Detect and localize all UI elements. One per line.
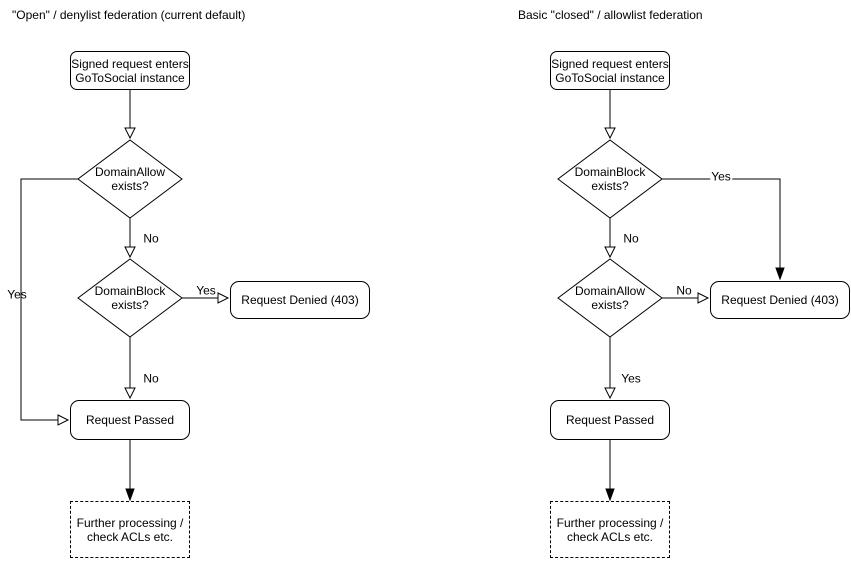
edge-label-decision2-yes: Yes (195, 283, 217, 298)
chart-title: "Open" / denylist federation (current de… (12, 8, 246, 22)
decision1-label: DomainBlock exists? (574, 165, 646, 193)
further-processing-node: Further processing / check ACLs etc. (70, 501, 190, 558)
connector-layer (20, 90, 230, 561)
connector-layer (557, 90, 851, 561)
edge-label-decision1-no: No (142, 231, 160, 246)
edge-label-decision1-no: No (622, 231, 640, 246)
decision2-diamond (77, 258, 183, 338)
denied-node-label: Request Denied (403) (721, 293, 839, 307)
start-node-label: Signed request enters GoToSocial instanc… (71, 56, 189, 85)
decision1-diamond (77, 139, 183, 219)
edge-label-decision2-yes: Yes (620, 371, 642, 386)
passed-node: Request Passed (550, 400, 670, 440)
flowchart-open-denylist-federation: "Open" / denylist federation (current de… (0, 0, 371, 561)
start-node: Signed request enters GoToSocial instanc… (70, 51, 190, 90)
passed-node-label: Request Passed (565, 413, 655, 427)
edge-label-decision2-no: No (675, 283, 693, 298)
edge-label-decision2-no: No (142, 371, 160, 386)
passed-node: Request Passed (70, 400, 190, 440)
decision1-label: DomainAllow exists? (94, 165, 166, 193)
denied-node: Request Denied (403) (230, 281, 370, 319)
denied-node-label: Request Denied (403) (241, 293, 359, 307)
decision2-diamond (557, 258, 663, 338)
chart-title: Basic "closed" / allowlist federation (518, 8, 703, 22)
passed-node-label: Request Passed (85, 413, 175, 427)
decision1-diamond (557, 139, 663, 219)
further-processing-label: Further processing / check ACLs etc. (556, 515, 664, 544)
further-processing-label: Further processing / check ACLs etc. (76, 515, 184, 544)
start-node: Signed request enters GoToSocial instanc… (550, 51, 670, 90)
edge-label-decision1-yes: Yes (710, 169, 732, 184)
flowchart-closed-allowlist-federation: Basic "closed" / allowlist federation (480, 0, 851, 561)
start-node-label: Signed request enters GoToSocial instanc… (551, 56, 669, 85)
edge-decision1-yes-to-denied (662, 178, 780, 279)
decision2-label: DomainBlock exists? (94, 284, 166, 312)
further-processing-node: Further processing / check ACLs etc. (550, 501, 670, 558)
decision2-label: DomainAllow exists? (574, 284, 646, 312)
denied-node: Request Denied (403) (710, 281, 850, 319)
edge-label-decision1-yes: Yes (7, 287, 27, 302)
edge-decision1-yes-loop-to-passed (20, 178, 78, 426)
